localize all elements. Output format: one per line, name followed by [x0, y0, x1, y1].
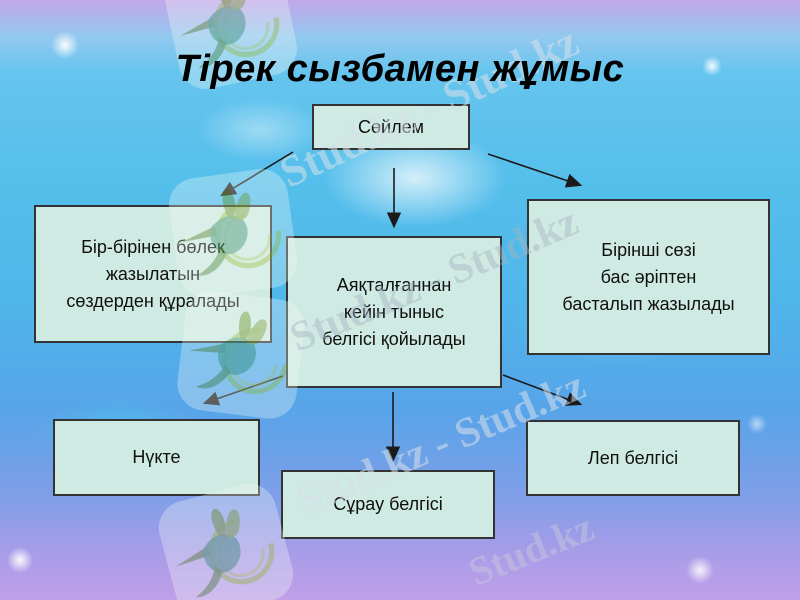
node-period: Нүкте: [53, 419, 260, 496]
node-sentence-label: Сөйлем: [358, 116, 424, 137]
node-punctuation-at-end-label: Аяқталғаннан кейін тыныс белгісі қойылад…: [322, 274, 466, 349]
node-sentence: Сөйлем: [312, 104, 470, 150]
slide-title: Тірек сызбамен жұмыс: [175, 48, 625, 90]
arrow-root-to-left: [219, 151, 294, 197]
node-punctuation-at-end: Аяқталғаннан кейін тыныс белгісі қойылад…: [286, 236, 502, 388]
node-question-mark-label: Сұрау белгісі: [333, 494, 443, 514]
node-period-label: Нүкте: [132, 447, 181, 467]
node-separate-words: Бір-бірінен бөлек жазылатын сөздерден құ…: [34, 205, 272, 343]
arrow-middle-to-bottom-left: [202, 375, 284, 406]
node-capital-letter: Бірінші сөзі бас әріптен басталып жазыла…: [527, 199, 770, 355]
node-exclamation-mark-label: Леп белгісі: [587, 447, 679, 468]
node-capital-letter-label: Бірінші сөзі бас әріптен басталып жазыла…: [562, 239, 735, 314]
arrow-middle-to-bottom-right: [502, 374, 583, 406]
node-question-mark: Сұрау белгісі: [281, 470, 495, 539]
arrow-root-to-right: [487, 153, 583, 188]
node-exclamation-mark: Леп белгісі: [526, 420, 740, 496]
node-separate-words-label: Бір-бірінен бөлек жазылатын сөздерден құ…: [66, 236, 240, 311]
